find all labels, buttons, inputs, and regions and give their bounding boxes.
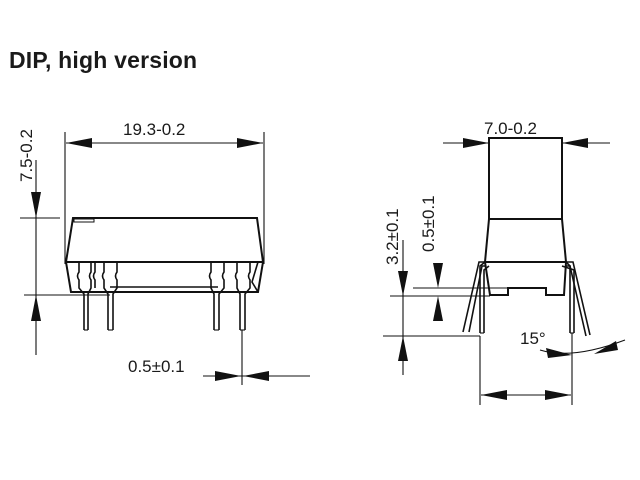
- pin-group-right: [208, 261, 259, 331]
- pin-width-dimension-label: 0.5±0.1: [128, 357, 185, 376]
- height-dimension-label: 7.5-0.2: [17, 129, 36, 182]
- end-view: 7.0-0.2 3.2±0.1 0.5±0.1: [383, 119, 626, 405]
- step-dimension-label: 0.5±0.1: [419, 195, 438, 252]
- side-view: 19.3-0.2: [17, 120, 310, 385]
- drawing-title: DIP, high version: [9, 47, 198, 73]
- length-dimension-label: 19.3-0.2: [123, 120, 185, 139]
- angle-dimension-label: 15°: [520, 329, 546, 348]
- pin-group-left: [76, 262, 118, 331]
- width-dimension-label: 7.0-0.2: [484, 119, 537, 138]
- standoff-dimension-label: 3.2±0.1: [383, 208, 402, 265]
